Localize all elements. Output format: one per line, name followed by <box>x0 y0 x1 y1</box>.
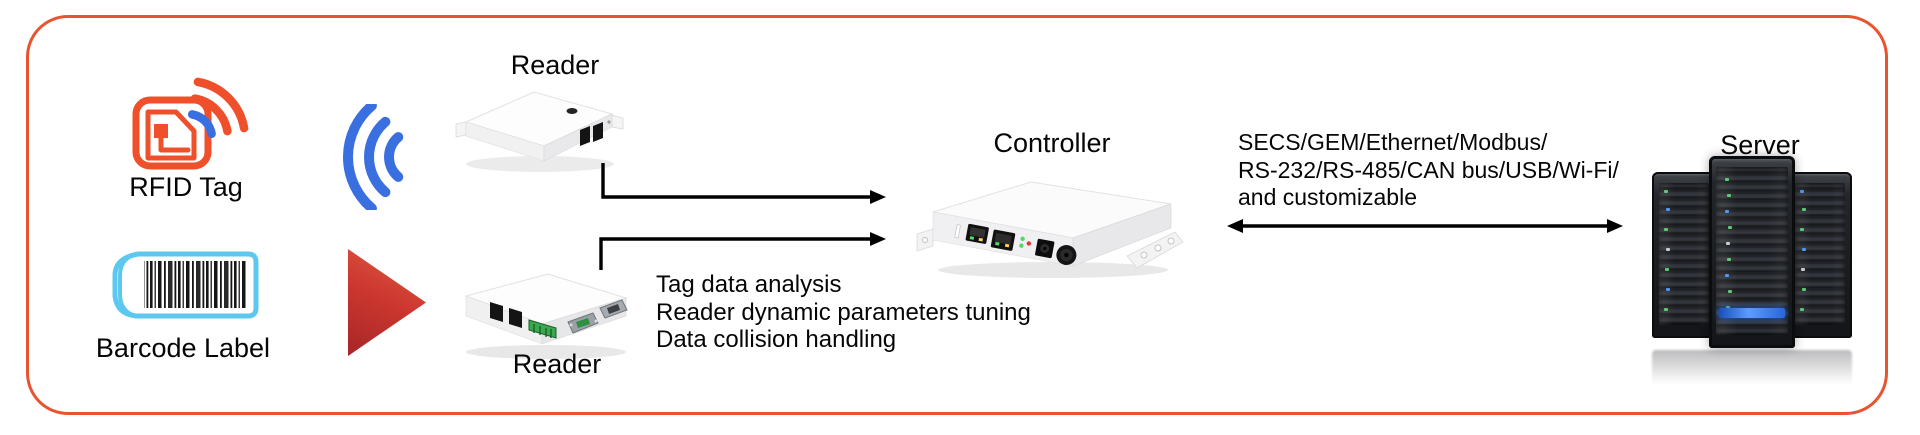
server-label: Server <box>1720 130 1800 160</box>
server-towers-image <box>1652 156 1852 396</box>
server-tower-right <box>1788 172 1852 338</box>
annotation-line: Data collision handling <box>656 326 897 353</box>
annotation-line: Tag data analysis <box>656 271 842 298</box>
controller-device-image <box>916 181 1184 278</box>
barcode-label-label: Barcode Label <box>95 333 271 363</box>
server-tower-left <box>1652 172 1716 338</box>
reader-bottom-device-image <box>464 273 628 359</box>
controller-label: Controller <box>993 128 1111 158</box>
server-reflection <box>1652 350 1852 394</box>
reader-bottom-label: Reader <box>512 349 602 379</box>
wireless-waves-icon <box>343 104 404 210</box>
reader-top-device-image <box>455 91 624 172</box>
barcode-label-icon <box>112 251 259 319</box>
controller-functions-annotation: Tag data analysis Reader dynamic paramet… <box>656 271 1031 354</box>
server-lcd-bar <box>1719 308 1785 318</box>
frame-border <box>26 15 1888 415</box>
annotation-line: SECS/GEM/Ethernet/Modbus/ <box>1238 129 1548 155</box>
reader-top-label: Reader <box>510 50 600 80</box>
server-tower-center <box>1709 156 1795 348</box>
rfid-tag-icon <box>132 77 249 170</box>
annotation-line: and customizable <box>1238 184 1417 210</box>
rfid-tag-label: RFID Tag <box>129 172 243 202</box>
protocols-annotation: SECS/GEM/Ethernet/Modbus/ RS-232/RS-485/… <box>1238 129 1619 212</box>
annotation-line: Reader dynamic parameters tuning <box>656 298 1031 326</box>
annotation-line: RS-232/RS-485/CAN bus/USB/Wi-Fi/ <box>1238 156 1619 183</box>
